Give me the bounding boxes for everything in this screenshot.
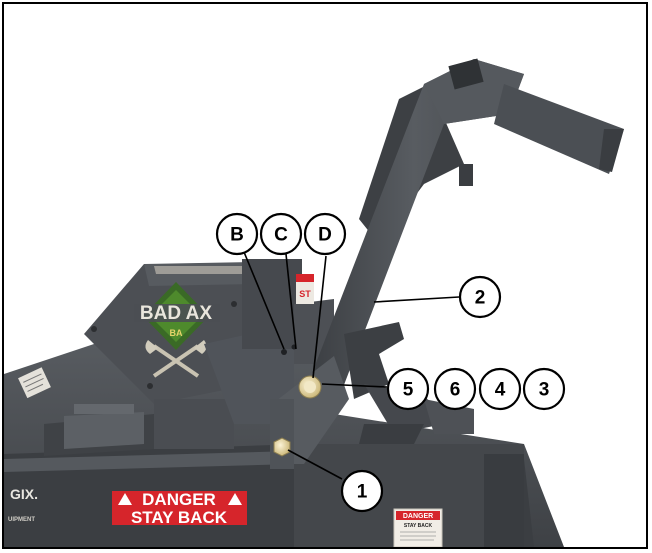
danger-line-1: DANGER [142,490,216,509]
callout-1: 1 [340,469,384,513]
pivot-plate [270,356,349,469]
callout-4-label: 4 [495,380,506,401]
callout-c-label: C [274,225,288,246]
leader-5 [321,383,388,388]
small-danger-sticker: DANGER STAY BACK [393,508,443,547]
small-danger-title: DANGER [403,513,433,520]
callout-5-label: 5 [403,380,414,401]
leader-lines [243,251,460,480]
small-danger-sub: STAY BACK [404,523,433,529]
danger-line-2: STAY BACK [131,508,228,527]
leader-b [243,251,285,350]
brand-sub-text: UIPMENT [8,517,35,523]
leader-1 [287,449,343,480]
danger-decal: DANGER STAY BACK [112,490,247,527]
callout-c: C [259,212,303,256]
callout-1-label: 1 [357,482,368,503]
callout-2-label: 2 [475,288,486,309]
leader-c [285,253,297,350]
callout-d: D [303,212,347,256]
serial-label [18,367,51,399]
callout-d-label: D [318,225,332,246]
logo-sub-text: BA [170,328,183,338]
leader-d [312,255,327,379]
machine-illustration: BAD AX BA ST [4,58,624,547]
callout-2: 2 [458,275,502,319]
bad-ax-logo: BAD AX BA [134,282,220,378]
logo-text: BAD AX [140,303,212,324]
step-plate [44,399,234,456]
callout-6-label: 6 [450,380,461,401]
side-decal-text: ST [299,289,311,299]
leader-2 [373,296,460,303]
callout-6: 6 [433,367,477,411]
callout-3: 3 [522,367,566,411]
callout-b: B [215,212,259,256]
brand-text: GIX. [10,486,38,502]
callout-b-label: B [230,225,244,246]
callout-3-label: 3 [539,380,550,401]
bolt-hardware [273,437,291,457]
callout-4: 4 [478,367,522,411]
pivot-pin-hardware [298,375,322,399]
callout-5: 5 [386,367,430,411]
